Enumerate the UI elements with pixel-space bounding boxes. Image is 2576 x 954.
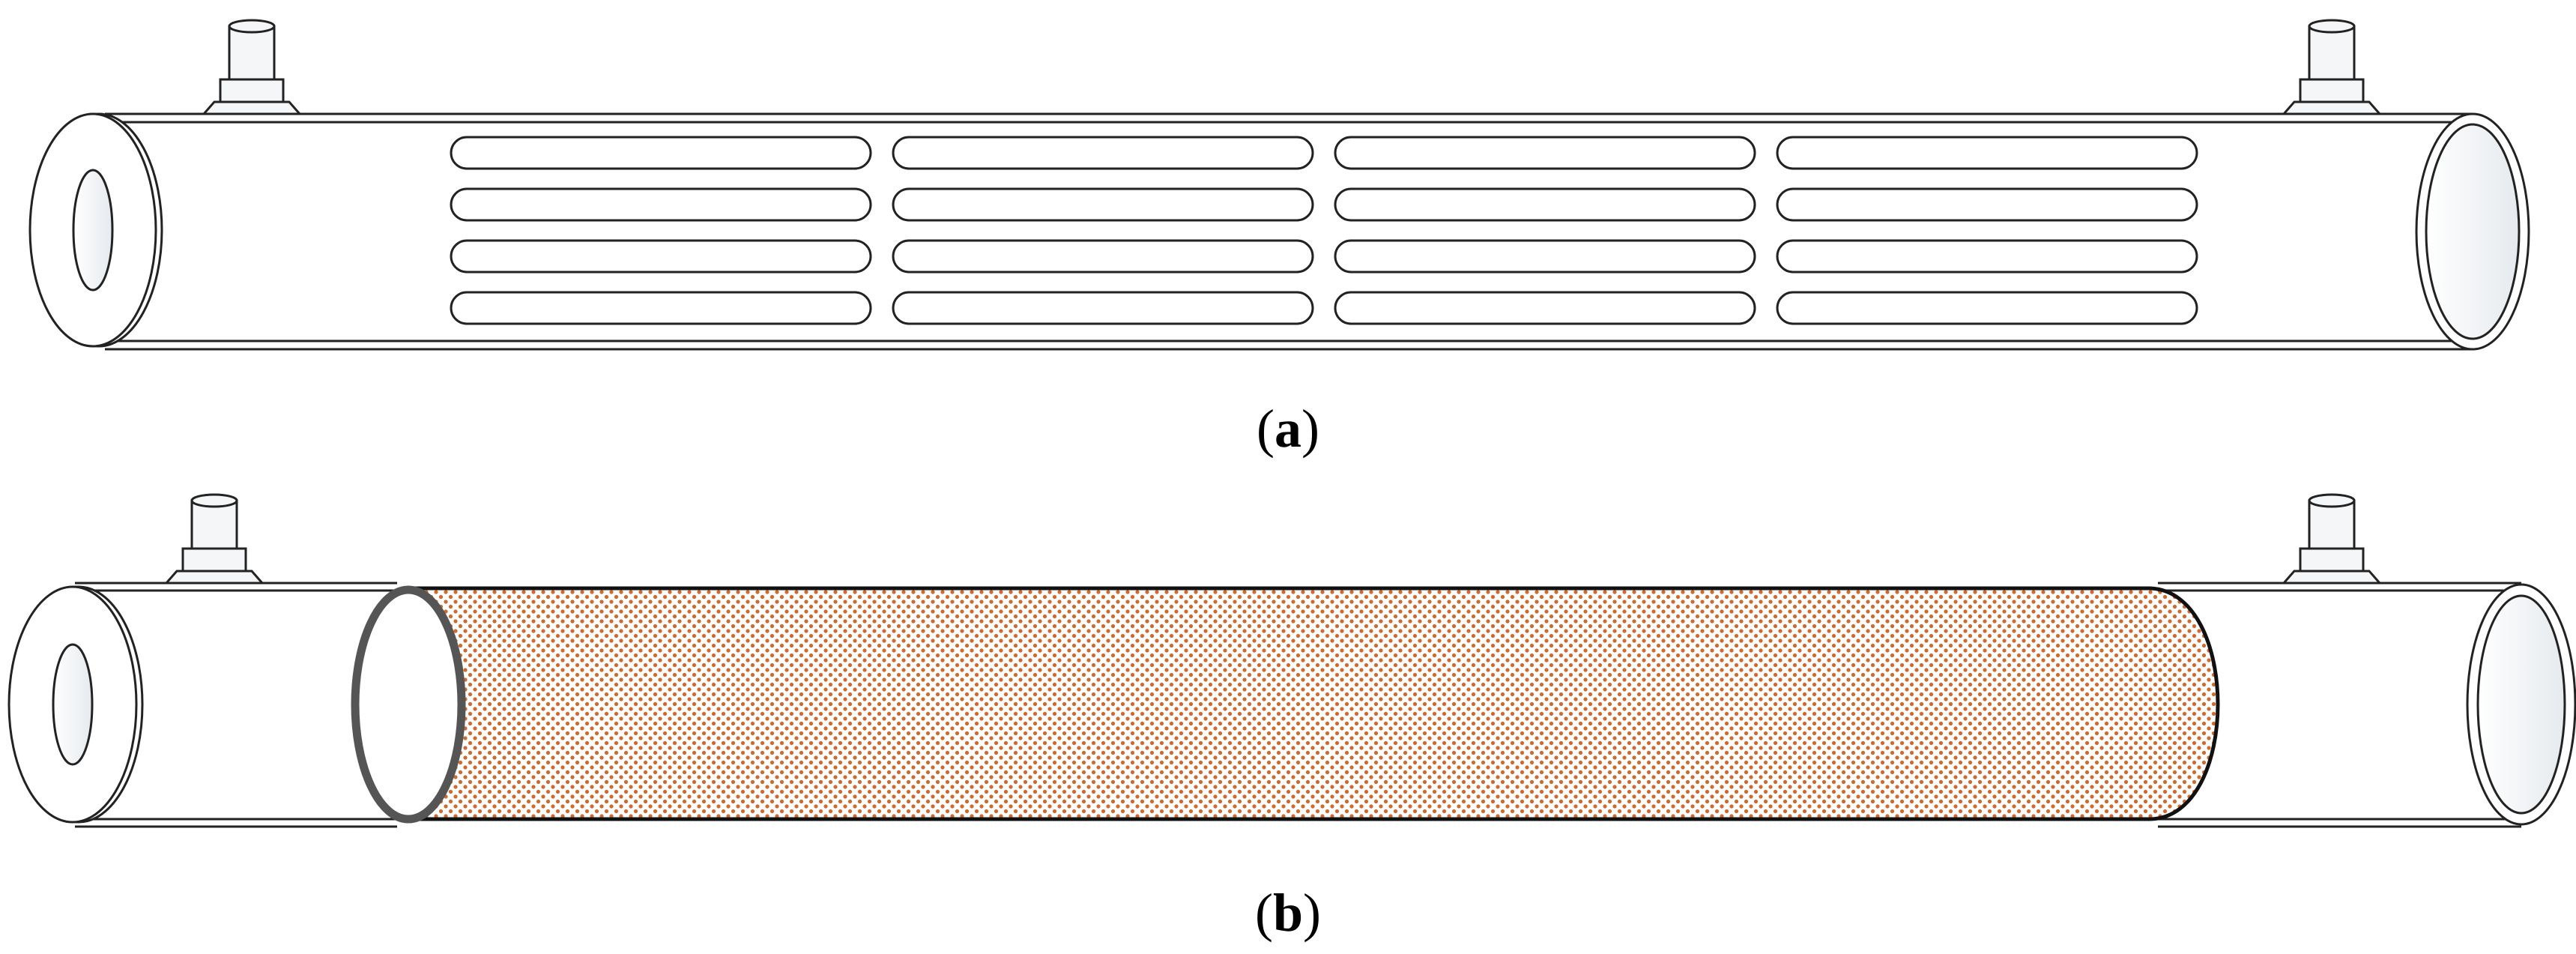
slot-r1-c4	[1776, 136, 2198, 170]
slot-r4-c2	[892, 291, 1314, 325]
slot-r1-c1	[450, 136, 872, 170]
slot-r3-c2	[892, 239, 1314, 274]
inlet-nozzle-a	[201, 19, 303, 115]
slot-r2-c3	[1334, 187, 1756, 222]
mesh-insert-end-ring-b	[351, 585, 466, 824]
mesh-insert-b	[351, 585, 2220, 824]
reactor-b	[7, 493, 2576, 828]
outlet-nozzle-b	[2281, 493, 2383, 585]
slot-r3-c3	[1334, 239, 1756, 274]
panel-label-b-open: (	[1254, 883, 1273, 943]
right-end-opening-b	[2466, 583, 2576, 826]
slot-r4-c3	[1334, 291, 1756, 325]
left-end-cap-a	[28, 112, 163, 348]
tube-body-a	[105, 112, 2473, 351]
slot-grid-a	[450, 136, 2198, 325]
slot-r2-c1	[450, 187, 872, 222]
left-end-cap-b	[7, 585, 144, 824]
panel-label-b-letter: b	[1272, 883, 1304, 943]
panel-label-b: (b)	[0, 883, 2576, 943]
slot-r1-c3	[1334, 136, 1756, 170]
panel-label-b-close: )	[1303, 883, 1321, 943]
right-end-opening-a	[2415, 112, 2530, 351]
slot-r1-c2	[892, 136, 1314, 170]
slot-r3-c1	[450, 239, 872, 274]
panel-label-a-close: )	[1301, 399, 1319, 459]
slot-r2-c2	[892, 187, 1314, 222]
panel-label-a: (a)	[0, 399, 2576, 459]
slot-r4-c4	[1776, 291, 2198, 325]
slot-r2-c4	[1776, 187, 2198, 222]
inlet-nozzle-b	[163, 493, 265, 585]
panel-label-a-open: (	[1257, 399, 1275, 459]
reactor-a	[28, 19, 2530, 351]
panel-label-a-letter: a	[1275, 399, 1301, 459]
slot-r4-c1	[450, 291, 872, 325]
outlet-nozzle-a	[2281, 19, 2383, 115]
slot-r3-c4	[1776, 239, 2198, 274]
